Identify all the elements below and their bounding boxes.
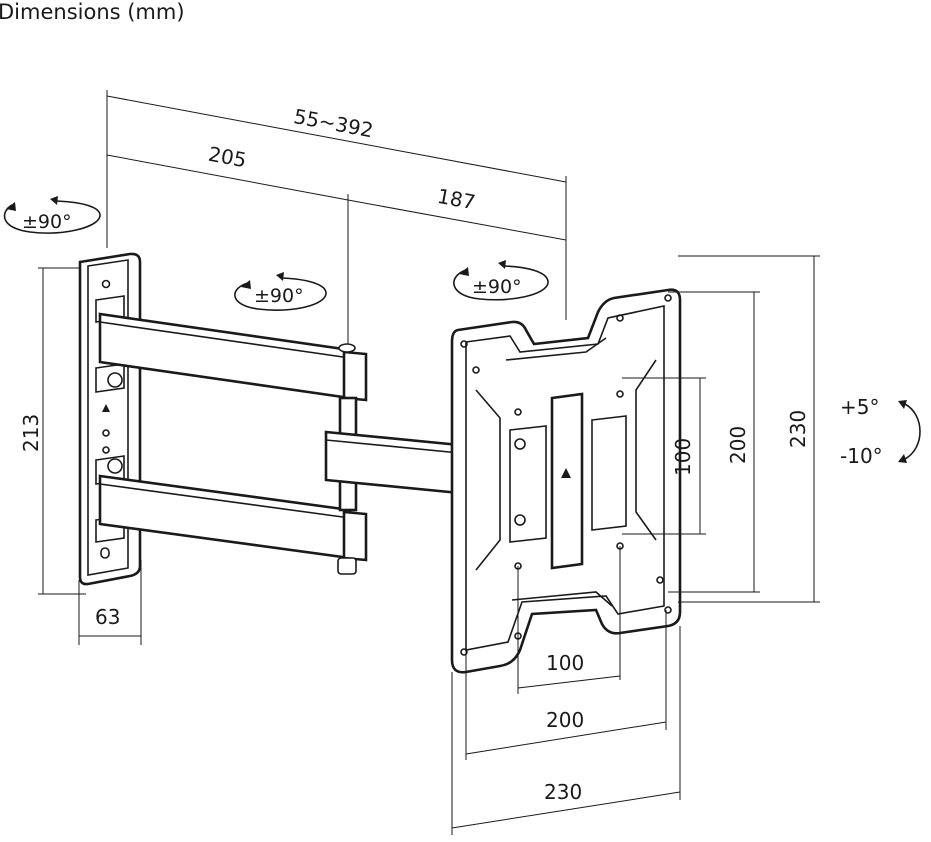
vesa-outer-horizontal-label: 230: [544, 780, 582, 804]
arrow-head-icon: [898, 454, 907, 463]
lower-arm: [98, 474, 368, 575]
vesa-inner-horizontal-label: 100: [546, 651, 584, 675]
vesa-dimension-lines: [451, 255, 820, 835]
wall-plate-height-label: 213: [19, 414, 43, 452]
arrow-head-icon: [498, 260, 506, 269]
vesa-mid-vertical-label: 200: [726, 426, 750, 464]
diagram-title: Dimensions (mm): [0, 0, 185, 24]
arm-first-segment-label: 205: [206, 142, 248, 173]
wall-plate: [78, 252, 142, 586]
vesa-plate: [450, 288, 682, 674]
head-swivel-label: ±90°: [472, 276, 522, 298]
head-swivel-indicator: [453, 260, 549, 301]
arm-swivel-label: ±90°: [254, 285, 304, 307]
wall-swivel-indicator: [3, 196, 101, 234]
tilt-down-label: -10°: [840, 444, 883, 468]
tilt-up-label: +5°: [840, 395, 879, 419]
arrow-head-icon: [276, 272, 284, 281]
arm-swivel-indicator: [234, 272, 327, 311]
arrow-head-icon: [50, 196, 58, 205]
tilt-indicator: [898, 400, 921, 463]
vesa-outer-vertical-label: 230: [786, 410, 810, 448]
wall-swivel-label: ±90°: [22, 211, 72, 233]
arm-extension-label: 55~392: [292, 104, 375, 142]
arm-second-segment-label: 187: [435, 184, 477, 215]
vesa-inner-vertical-label: 100: [671, 438, 695, 476]
arrow-head-icon: [898, 400, 907, 409]
up-arrow-icon: [561, 468, 571, 478]
arrow-head-icon: [459, 267, 469, 276]
up-arrow-icon: [102, 404, 110, 412]
arrow-head-icon: [241, 280, 251, 289]
wall-plate-dimension-lines: [38, 267, 142, 645]
extension-dimension-lines: [106, 90, 567, 346]
arrow-head-icon: [6, 202, 16, 211]
vesa-mid-horizontal-label: 200: [546, 708, 584, 732]
wall-plate-width-label: 63: [95, 605, 120, 629]
